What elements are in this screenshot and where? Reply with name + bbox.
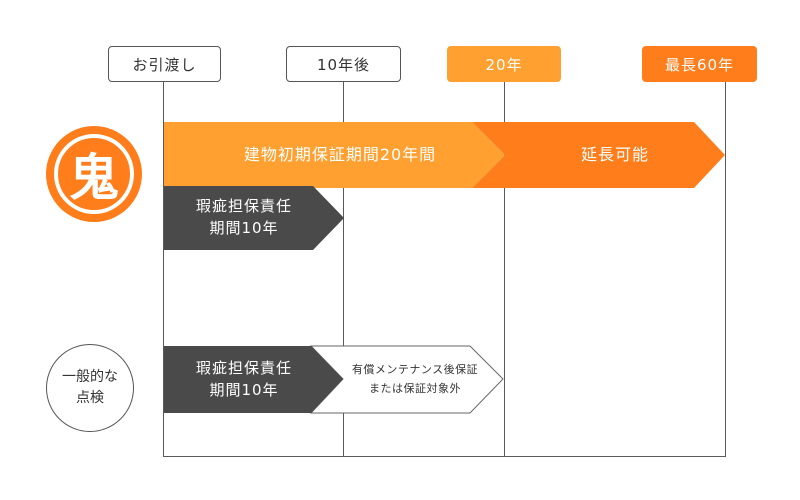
general-inspection-label: 一般的な 点検 [62,367,118,409]
milestone-year60: 最長60年 [642,46,757,82]
oni-defect-liability-arrow [164,186,344,250]
initial-warranty-label: 建物初期保証期間20年間 [243,145,437,165]
timeline-line-year20 [504,82,505,457]
general-defect-liability-line1: 瑕疵担保責任 [195,358,292,377]
milestone-year20: 20年 [447,46,561,82]
timeline-line-year60 [725,82,726,457]
general-defect-liability-line2: 期間10年 [209,380,279,399]
oni-logo-icon: 鬼 [54,134,134,214]
timeline-line-handover [163,82,164,457]
initial-warranty-arrow [164,122,505,188]
general-inspection-badge: 一般的な 点検 [46,344,134,432]
general-inspection-line1: 一般的な [62,369,118,385]
timeline-baseline [163,456,726,457]
milestone-year10: 10年後 [286,46,401,82]
paid-maintenance-line2: または保証対象外 [369,381,461,395]
timeline-line-year10 [343,82,344,457]
paid-maintenance-line1: 有償メンテナンス後保証 [351,362,479,376]
paid-maintenance-label: 有償メンテナンス後保証 または保証対象外 [340,346,490,413]
general-defect-liability-arrow [164,346,343,413]
oni-badge: 鬼 [46,126,142,222]
milestone-handover: お引渡し [108,46,221,82]
oni-defect-liability-line1: 瑕疵担保責任 [195,197,292,216]
extension-arrow [472,122,725,188]
general-inspection-line2: 点検 [76,390,104,406]
oni-defect-liability-line2: 期間10年 [209,219,279,237]
general-defect-liability-label: 瑕疵担保責任 期間10年 [164,346,324,413]
extension-label: 延長可能 [580,145,649,165]
oni-defect-liability-label: 瑕疵担保責任 期間10年 [164,186,324,250]
